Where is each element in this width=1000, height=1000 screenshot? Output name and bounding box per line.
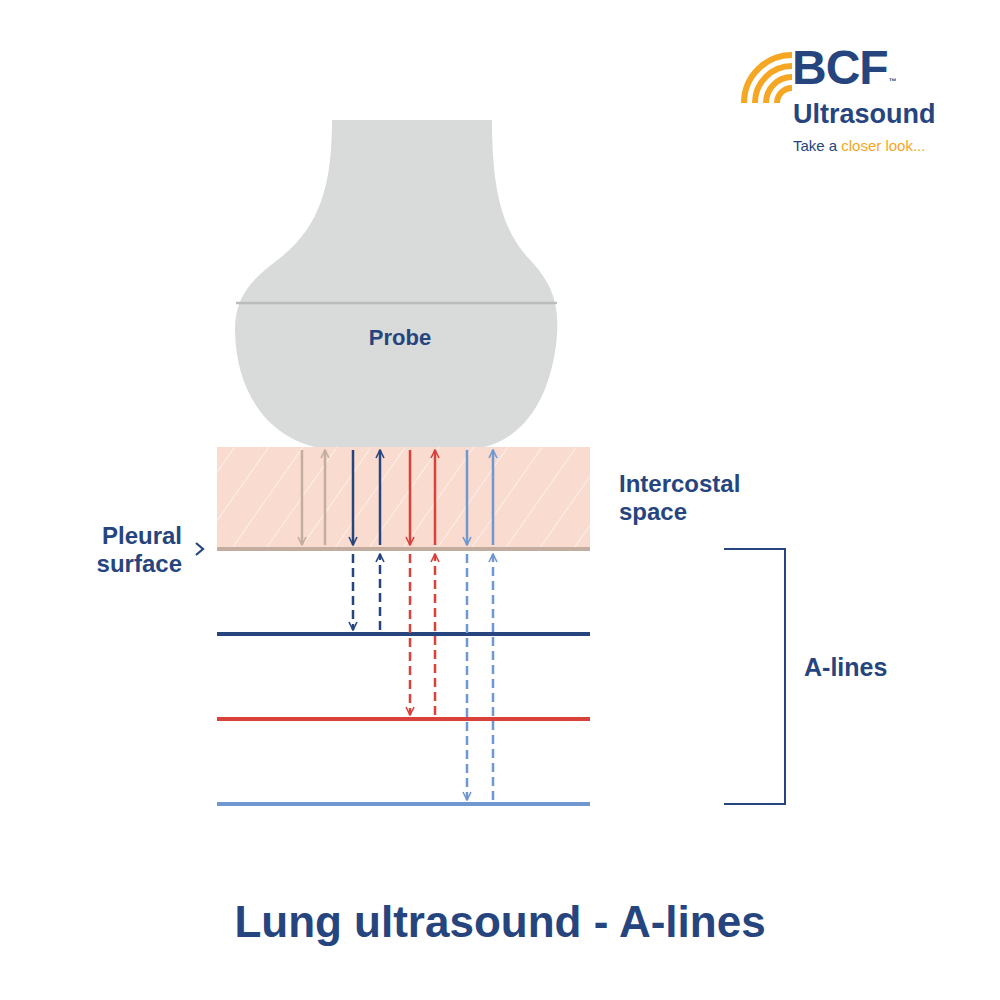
title: Lung ultrasound - A-lines — [0, 896, 1000, 948]
part-label: Pleural surface — [42, 522, 182, 578]
pleural-line — [217, 547, 590, 551]
tissue-band — [217, 447, 590, 549]
echo-arrows — [302, 450, 493, 545]
a-line — [217, 802, 590, 806]
logo-subtitle: Ultrasound — [793, 98, 936, 130]
probe-seam — [236, 302, 557, 305]
probe-shape — [235, 120, 557, 448]
probe: Probe — [300, 318, 500, 358]
bracket — [724, 549, 785, 804]
tagline-highlight: closer look... — [841, 136, 925, 156]
logo-brand: BCF — [792, 44, 888, 92]
part-label: Intercostal space — [619, 470, 784, 526]
bracket-label: A-lines — [804, 652, 887, 682]
trademark: ™ — [889, 78, 897, 86]
a-line — [217, 632, 590, 636]
logo-waves — [744, 55, 792, 103]
reverberation-arrows — [353, 554, 493, 800]
tagline: Take a — [793, 136, 837, 156]
probe-label: Probe — [369, 325, 431, 351]
a-line — [217, 717, 590, 721]
pointer-chevron — [196, 543, 203, 555]
